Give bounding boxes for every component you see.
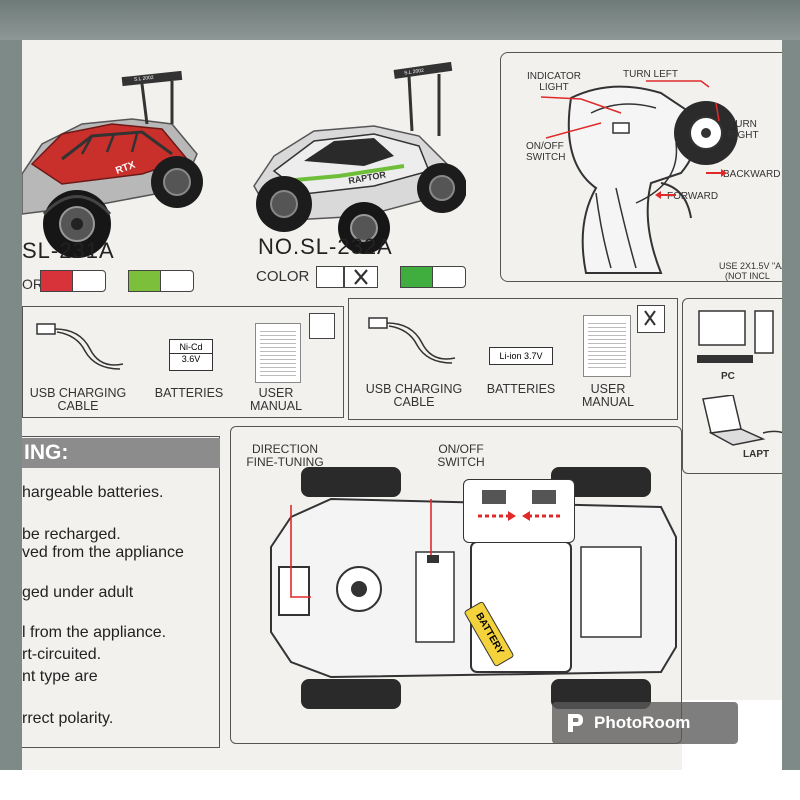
swatch-green[interactable] <box>128 270 162 292</box>
background-top-strip <box>0 0 800 40</box>
laptop-icon <box>702 395 782 446</box>
battery-type-2: 3.6V <box>170 353 212 365</box>
pc-icon <box>697 310 774 363</box>
warning-line-8: rrect polarity. <box>22 710 114 727</box>
warning-line-5: l from the appliance. <box>22 624 167 641</box>
remote-controller-drawing <box>567 85 738 274</box>
li-ion-battery-icon: Li-ion 3.7V <box>489 347 553 365</box>
warning-line-7: nt type are <box>22 668 98 685</box>
direction-fine-tuning-label: DIRECTION FINE-TUNING <box>246 442 324 469</box>
chassis-diagram-panel: DIRECTION FINE-TUNING ON/OFF SWITCH BATT… <box>230 426 682 744</box>
red-rc-car-image: S.L 2002 RTX <box>22 70 203 258</box>
turn-right-label: TURN RIGHT <box>727 119 759 141</box>
svg-text:S.L 2002: S.L 2002 <box>134 75 155 83</box>
warning-line-1: hargeable batteries. <box>22 484 164 501</box>
batteries-label-b: BATTERIES <box>486 382 556 396</box>
user-manual-icon-a <box>255 323 301 383</box>
model-label-red: SL-231A <box>22 238 115 263</box>
ni-cd-battery-icon: Ni-Cd 3.6V <box>169 339 213 371</box>
battery-note-line-2: (NOT INCL <box>725 271 770 281</box>
warnings-title: ING: <box>22 438 220 468</box>
package-contents-ni-cd: USB CHARGING CABLE Ni-Cd 3.6V BATTERIES … <box>22 306 344 418</box>
forward-label: FORWARD <box>667 191 719 202</box>
photoroom-watermark: PhotoRoom <box>552 702 738 744</box>
indicator-light-label: INDICATOR LIGHT <box>526 71 582 93</box>
swatch-bright-green[interactable] <box>400 266 434 288</box>
warning-line-3: ved from the appliance <box>22 544 184 561</box>
watermark-text: PhotoRoom <box>594 713 691 732</box>
battery-note-line-1: USE 2X1.5V "AA" <box>719 261 782 271</box>
usb-cable-label-b: USB CHARGING CABLE <box>365 382 463 409</box>
color-label-red: OR <box>22 276 43 292</box>
cross-mark-icon <box>354 269 368 285</box>
cross-mark-icon-b <box>644 310 656 326</box>
manual-sheet: S.L 2002 RTX SL-231A OR S.L 2002 RAPTOR … <box>22 40 782 792</box>
warning-line-2: be recharged. <box>22 526 121 543</box>
photoroom-logo-icon <box>568 714 583 732</box>
swatch-red-white[interactable] <box>40 270 106 292</box>
charging-methods-panel: PC LAPT <box>682 298 782 474</box>
user-manual-icon-b <box>583 315 631 377</box>
color-label-white: COLOR <box>256 268 310 285</box>
swatch-crossed[interactable] <box>344 266 378 288</box>
laptop-label: LAPT <box>743 449 770 460</box>
model-label-white: NO.SL-232A <box>258 234 393 259</box>
plug-connector-icon <box>478 490 560 521</box>
warnings-panel <box>22 436 220 748</box>
chassis-drawing <box>270 467 677 709</box>
warning-line-6: rt-circuited. <box>22 646 102 663</box>
swatch-white-2[interactable] <box>432 266 466 288</box>
svg-text:S.L 2002: S.L 2002 <box>404 68 425 77</box>
remote-controller-panel: INDICATOR LIGHT TURN LEFT TURN RIGHT ON/… <box>500 52 782 282</box>
pc-label: PC <box>721 371 735 382</box>
battery-type-1: Ni-Cd <box>179 342 203 352</box>
swatch-empty-1[interactable] <box>316 266 344 288</box>
connector-callout <box>463 479 575 543</box>
warning-line-4: ged under adult <box>22 584 134 601</box>
checkbox-contents-b[interactable] <box>637 305 665 333</box>
user-manual-label-a: USER MANUAL <box>249 386 303 413</box>
user-manual-label-b: USER MANUAL <box>581 382 635 409</box>
package-contents-li-ion: USB CHARGING CABLE Li-ion 3.7V BATTERIES… <box>348 298 678 420</box>
usb-cable-icon-b <box>368 317 456 364</box>
batteries-label-a: BATTERIES <box>154 386 224 400</box>
on-off-switch-label-remote: ON/OFF SWITCH <box>526 141 566 163</box>
usb-cable-icon <box>36 323 124 370</box>
remote-arrows <box>540 80 727 199</box>
checkbox-contents-a[interactable] <box>309 313 335 339</box>
background-bottom-strip <box>0 770 800 800</box>
white-green-rc-car-image: S.L 2002 RAPTOR <box>253 61 466 254</box>
usb-cable-label: USB CHARGING CABLE <box>29 386 127 413</box>
swatch-white[interactable] <box>160 270 194 292</box>
on-off-switch-label-chassis: ON/OFF SWITCH <box>437 442 485 469</box>
backward-label: BACKWARD <box>723 169 781 180</box>
turn-left-label: TURN LEFT <box>623 69 678 80</box>
